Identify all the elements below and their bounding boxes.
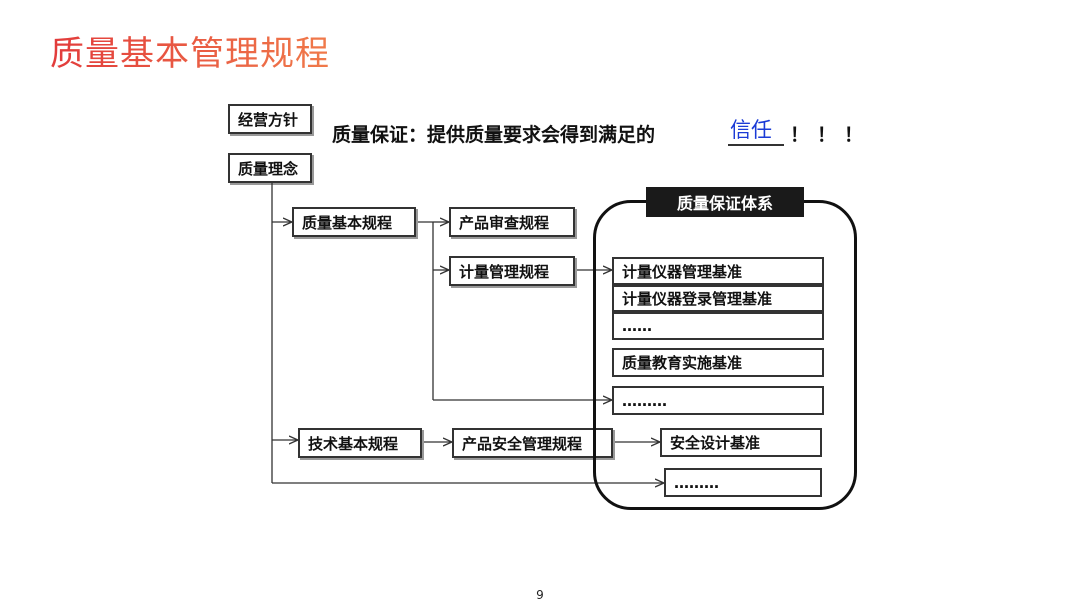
metrology-rules-box: 计量管理规程 xyxy=(449,256,575,286)
trust-keyword: 信任 xyxy=(730,118,772,142)
quality-assurance-system-title: 质量保证体系 xyxy=(646,187,804,217)
standard-item: ……… xyxy=(612,386,824,415)
page-number: 9 xyxy=(536,588,544,602)
standard-item: 计量仪器登录管理基准 xyxy=(612,285,824,312)
slide-title: 质量基本管理规程 xyxy=(50,26,330,75)
standard-item: 安全设计基准 xyxy=(660,428,822,457)
quality-assurance-definition: 质量保证：提供质量要求会得到满足的 xyxy=(332,124,656,146)
quality-philosophy-box: 质量理念 xyxy=(228,153,312,183)
standard-item: 质量教育实施基准 xyxy=(612,348,824,377)
quality-basic-rules-box: 质量基本规程 xyxy=(292,207,416,237)
standard-item: 计量仪器管理基准 xyxy=(612,257,824,285)
product-safety-rules-box: 产品安全管理规程 xyxy=(452,428,613,458)
technical-basic-rules-box: 技术基本规程 xyxy=(298,428,422,458)
standard-item: …… xyxy=(612,312,824,340)
product-review-rules-box: 产品审查规程 xyxy=(449,207,575,237)
business-policy-box: 经营方针 xyxy=(228,104,312,134)
standard-item: ……… xyxy=(664,468,822,497)
exclamation-marks: ！！！ xyxy=(790,124,872,146)
trust-underline xyxy=(728,144,784,146)
